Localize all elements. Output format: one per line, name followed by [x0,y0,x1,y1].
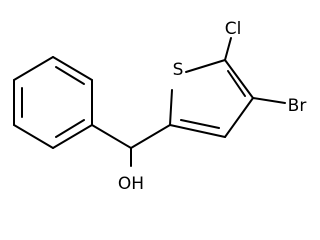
bond-c4-br [252,97,286,104]
atom-label-hydroxyl: OH [118,174,144,194]
bond-c3-c2 [169,124,226,138]
phenyl-ring [13,56,93,149]
atom-label-bromine: Br [288,96,307,116]
bond-thiophene-double-2 [180,119,220,129]
bond-c2-s [169,89,173,126]
bond-c5-cl [224,37,232,61]
bond-ph-double-1 [55,66,85,85]
structure-canvas: Cl S Br OH [13,19,307,194]
bond-ph-4-5 [13,124,54,149]
thiophene-ring [169,59,254,138]
bond-c4-c3 [224,97,254,138]
bond-ph-6-1 [13,56,54,81]
molecule-structure: Cl S Br OH [13,19,307,194]
bond-thiophene-double-1 [227,70,246,97]
bond-ph-3-4 [52,124,93,149]
bond-s-c5 [185,59,226,73]
bond-c5-c4 [224,59,254,99]
bond-phenyl-carbinol [91,124,132,149]
atom-label-chlorine: Cl [225,19,242,39]
bond-carbinol-thiophene [130,124,171,149]
bond-ph-double-2 [55,119,85,138]
atom-label-sulfur: S [173,60,184,80]
bond-ph-1-2 [52,56,93,81]
